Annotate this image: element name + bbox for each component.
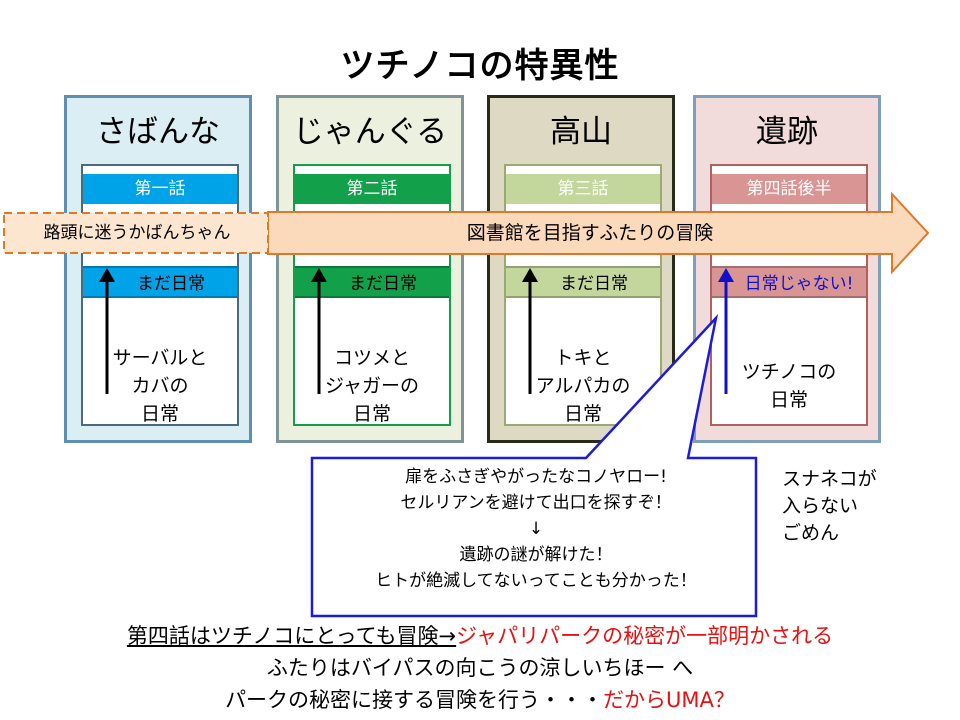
episode-card: 第四話後半 日常じゃない! ツチノコの 日常: [710, 164, 868, 426]
summary-highlight: ジャパリパークの秘密が一部明かされる: [456, 624, 834, 648]
main-arrow-label: 図書館を目指すふたりの冒険: [466, 222, 714, 244]
episode-description: ツチノコの 日常: [741, 361, 837, 411]
column-jungle: じゃんぐる 第二話 まだ日常 コツメと ジャガーの 日常: [276, 95, 464, 443]
column-ruins: 遺跡 第四話後半 日常じゃない! ツチノコの 日常: [693, 95, 881, 443]
column-title: じゃんぐる: [292, 114, 448, 150]
episode-description: サーバルと カバの 日常: [112, 347, 208, 425]
up-arrow-icon: [99, 268, 115, 394]
episode-label: 第三話: [506, 174, 660, 204]
column-title: 遺跡: [756, 114, 818, 150]
page-title: ツチノコの特異性: [340, 46, 620, 86]
episode-description: トキと アルパカの 日常: [535, 347, 631, 425]
episode-label: 第一話: [83, 174, 237, 204]
column-highland: 高山 第三話 まだ日常 トキと アルパカの 日常: [487, 95, 675, 443]
side-note: スナネコが 入らない ごめん: [782, 468, 877, 544]
episode-description: コツメと ジャガーの 日常: [324, 347, 420, 425]
summary-line-3: パークの秘密に接する冒険を行う・・・だからUMA？: [225, 688, 735, 712]
dashed-arrow-label: 路頭に迷うかばんちゃん: [43, 223, 231, 243]
episode-label: 第二話: [295, 174, 449, 204]
episode-card: 第三話 まだ日常 トキと アルパカの 日常: [504, 164, 662, 426]
column-title: 高山: [550, 114, 612, 150]
column-title: さばんな: [96, 114, 220, 150]
episode-label: 第四話後半: [712, 174, 866, 204]
episode-card: 第二話 まだ日常 コツメと ジャガーの 日常: [293, 164, 451, 426]
summary-line-1: 第四話はツチノコにとっても冒険→ジャパリパークの秘密が一部明かされる: [0, 622, 960, 651]
column-savanna: さばんな 第一話 まだ日常 サーバルと カバの 日常: [64, 95, 252, 443]
summary-underlined: 第四話はツチノコにとっても冒険→: [126, 624, 457, 648]
callout-text: 扉をふさぎやがったなコノヤロー! セルリアンを避けて出口を探すぞ！ ↓ 遺跡の謎…: [375, 467, 697, 591]
summary-highlight: だからUMA？: [603, 688, 735, 712]
summary-line-2: ふたりはバイパスの向こうの涼しいちほー へ: [266, 656, 694, 680]
episode-card: 第一話 まだ日常 サーバルと カバの 日常: [81, 164, 239, 426]
